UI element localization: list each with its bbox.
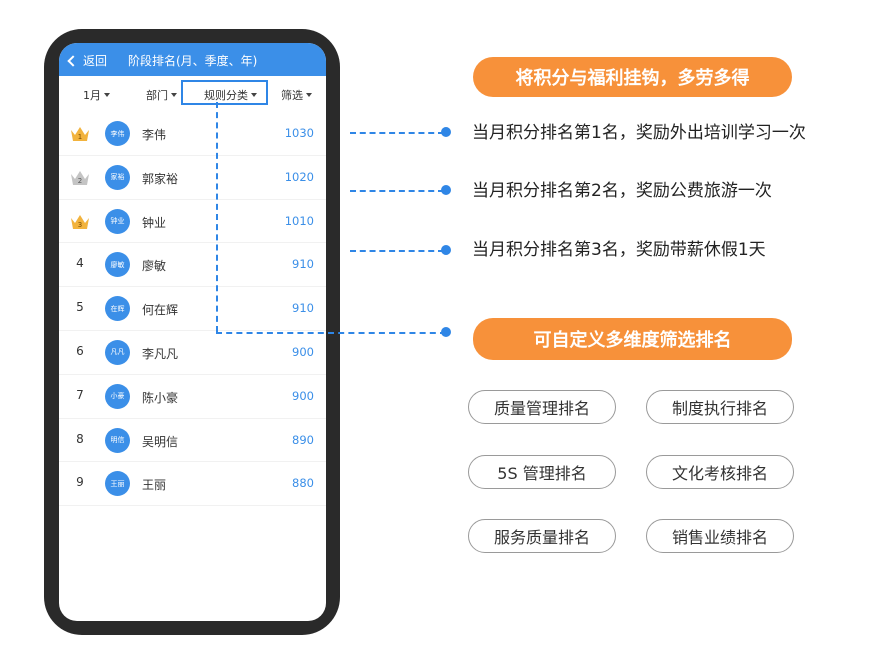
- table-row[interactable]: 9 王丽 王丽 880: [59, 462, 326, 507]
- silver-crown-icon: 2: [71, 170, 89, 185]
- table-row[interactable]: 3 钟业 钟业 1010: [59, 200, 326, 244]
- employee-name: 陈小豪: [142, 390, 179, 405]
- heading-rewards: 将积分与福利挂钩，多劳多得: [473, 57, 792, 97]
- tag-service-quality[interactable]: 服务质量排名: [468, 519, 616, 553]
- avatar: 李伟: [105, 121, 130, 146]
- rank-number: 6: [76, 343, 84, 358]
- employee-name: 李凡凡: [142, 346, 179, 361]
- filter-rule-category-label: 规则分类: [204, 89, 248, 102]
- avatar: 凡凡: [105, 339, 130, 365]
- connector-line-reward-1: [350, 132, 444, 134]
- avatar: 明信: [105, 427, 130, 453]
- connector-dot: [441, 127, 451, 137]
- connector-dot: [441, 327, 451, 337]
- avatar: 廖敏: [105, 252, 130, 278]
- rank-number: 3: [78, 221, 82, 229]
- table-row[interactable]: 4 廖敏 廖敏 910: [59, 243, 326, 288]
- rank-number: 5: [76, 300, 84, 315]
- employee-name: 李伟: [142, 128, 167, 142]
- filter-department[interactable]: 部门: [146, 87, 177, 103]
- score: 900: [292, 388, 314, 403]
- filter-rule-category[interactable]: 规则分类: [204, 87, 257, 103]
- table-row[interactable]: 5 在辉 何在辉 910: [59, 287, 326, 331]
- score: 1010: [284, 213, 314, 228]
- avatar: 在辉: [105, 296, 130, 322]
- rank-number: 2: [78, 177, 82, 185]
- employee-name: 吴明信: [142, 434, 179, 449]
- filter-screen-label: 筛选: [281, 89, 303, 102]
- rank-number: 8: [76, 431, 84, 446]
- bronze-crown-icon: 3: [71, 214, 89, 229]
- filter-month-label: 1月: [83, 89, 101, 102]
- gold-crown-icon: 1: [71, 127, 89, 141]
- tag-sales-performance[interactable]: 销售业绩排名: [646, 519, 794, 553]
- score: 1020: [284, 169, 314, 184]
- table-row[interactable]: 7 小豪 陈小豪 900: [59, 375, 326, 419]
- heading-filters: 可自定义多维度筛选排名: [473, 318, 792, 360]
- back-button[interactable]: 返回: [67, 52, 108, 69]
- caret-down-icon: [104, 93, 110, 97]
- connector-line-reward-3: [350, 250, 444, 252]
- employee-name: 廖敏: [142, 259, 167, 274]
- reward-line-1: 当月积分排名第1名，奖励外出培训学习一次: [472, 123, 806, 143]
- score: 890: [292, 432, 314, 447]
- reward-line-2: 当月积分排名第2名，奖励公费旅游一次: [472, 181, 772, 201]
- filter-month[interactable]: 1月: [83, 87, 110, 103]
- avatar: 家裕: [105, 164, 130, 190]
- filter-highlight-box: [181, 80, 268, 105]
- table-row[interactable]: 2 家裕 郭家裕 1020: [59, 156, 326, 200]
- employee-name: 郭家裕: [142, 171, 179, 186]
- caret-down-icon: [171, 93, 177, 97]
- rank-number: 9: [76, 475, 84, 490]
- tag-quality-management[interactable]: 质量管理排名: [468, 390, 616, 424]
- table-row[interactable]: 6 凡凡 李凡凡 900: [59, 331, 326, 375]
- caret-down-icon: [306, 93, 312, 97]
- connector-dot: [441, 245, 451, 255]
- rank-number: 1: [78, 133, 82, 141]
- caret-down-icon: [251, 93, 257, 97]
- reward-line-3: 当月积分排名第3名，奖励带薪休假1天: [472, 240, 766, 260]
- connector-line-reward-2: [350, 190, 444, 192]
- connector-line-vertical: [216, 102, 218, 332]
- employee-name: 钟业: [142, 215, 167, 230]
- filter-department-label: 部门: [146, 89, 168, 102]
- tag-5s-management[interactable]: 5S 管理排名: [468, 455, 616, 489]
- score: 880: [292, 476, 314, 491]
- connector-line-filter: [216, 332, 446, 334]
- rank-number: 4: [76, 256, 84, 271]
- score: 910: [292, 257, 314, 272]
- employee-name: 何在辉: [142, 303, 179, 318]
- score: 900: [292, 344, 314, 359]
- top-bar: 返回 阶段排名(月、季度、年): [59, 43, 326, 76]
- rank-number: 7: [76, 387, 84, 402]
- page-title: 阶段排名(月、季度、年): [128, 54, 258, 68]
- filter-bar: 1月 部门 规则分类 筛选: [59, 76, 326, 112]
- connector-dot: [441, 185, 451, 195]
- chevron-left-icon: [67, 54, 79, 67]
- tag-culture-assessment[interactable]: 文化考核排名: [646, 455, 794, 489]
- tag-policy-execution[interactable]: 制度执行排名: [646, 390, 794, 424]
- back-label: 返回: [83, 54, 108, 68]
- filter-screen[interactable]: 筛选: [281, 87, 312, 103]
- table-row[interactable]: 8 明信 吴明信 890: [59, 419, 326, 463]
- score: 1030: [284, 126, 314, 140]
- ranking-list: 1 李伟 李伟 1030 2 家裕 郭家裕 1020 3 钟业 钟业 1010 …: [59, 112, 326, 507]
- score: 910: [292, 301, 314, 316]
- table-row[interactable]: 1 李伟 李伟 1030: [59, 112, 326, 156]
- avatar: 小豪: [105, 383, 130, 409]
- avatar: 王丽: [105, 471, 130, 497]
- avatar: 钟业: [105, 208, 130, 234]
- employee-name: 王丽: [142, 478, 167, 493]
